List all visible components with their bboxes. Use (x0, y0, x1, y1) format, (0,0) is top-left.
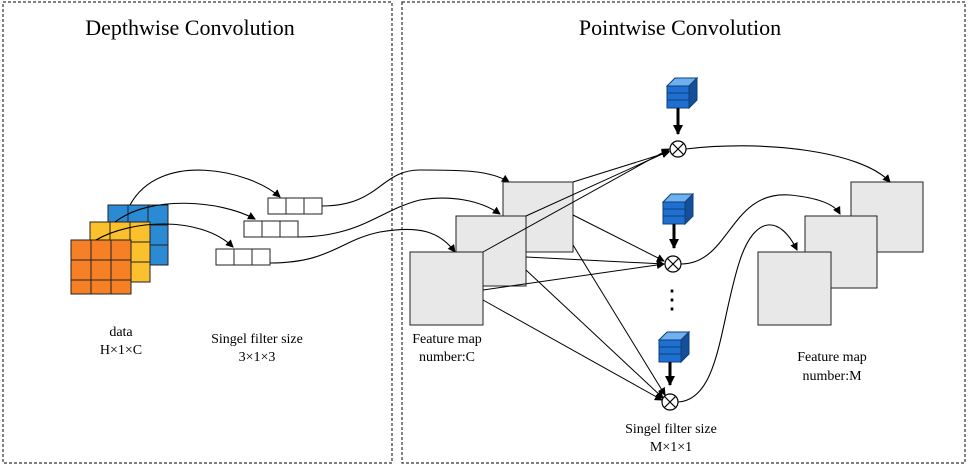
pointwise-filter-label: Singel filter size (625, 422, 717, 437)
depthwise-panel (2, 1, 393, 464)
output-feature-map-label-2: number:M (802, 369, 862, 384)
depthwise-output-middle (243, 220, 299, 238)
output-feature-maps (757, 181, 924, 326)
data-layer-orange (70, 239, 132, 295)
kernel-top (666, 77, 698, 135)
output-arrows (677, 145, 891, 403)
depthwise-filter-label: Singel filter size (211, 332, 303, 347)
depthwise-title: Depthwise Convolution (85, 15, 295, 40)
output-feature-map-label-1: Feature map (797, 350, 867, 365)
kernel-cube-icon (658, 331, 690, 363)
depthwise-filter-dims: 3×1×3 (239, 350, 276, 365)
data-cube (70, 204, 169, 295)
kernel-middle (662, 193, 694, 249)
input-feature-maps (409, 181, 574, 326)
depthwise-arrows (95, 169, 281, 248)
multiply-node-top (669, 140, 687, 158)
pointwise-filter-dims: M×1×1 (650, 440, 692, 455)
kernel-cube-icon (662, 193, 694, 225)
depthwise-output-bottom (215, 248, 271, 266)
pointwise-title: Pointwise Convolution (579, 15, 781, 40)
multiply-node-middle (664, 255, 682, 273)
cross-panel-arrows (269, 169, 510, 264)
input-feature-map-label-1: Feature map (412, 332, 482, 347)
depthwise-output-top (267, 197, 323, 215)
pointwise-connections (482, 148, 670, 401)
ellipsis: ⋮ (659, 285, 685, 314)
pointwise-panel (401, 1, 966, 464)
data-dims: H×1×C (100, 343, 142, 358)
data-label: data (109, 325, 133, 340)
input-feature-map-label-2: number:C (419, 350, 475, 365)
kernel-cube-icon (666, 77, 698, 109)
kernel-bottom (658, 331, 690, 386)
multiply-node-bottom (661, 393, 679, 411)
